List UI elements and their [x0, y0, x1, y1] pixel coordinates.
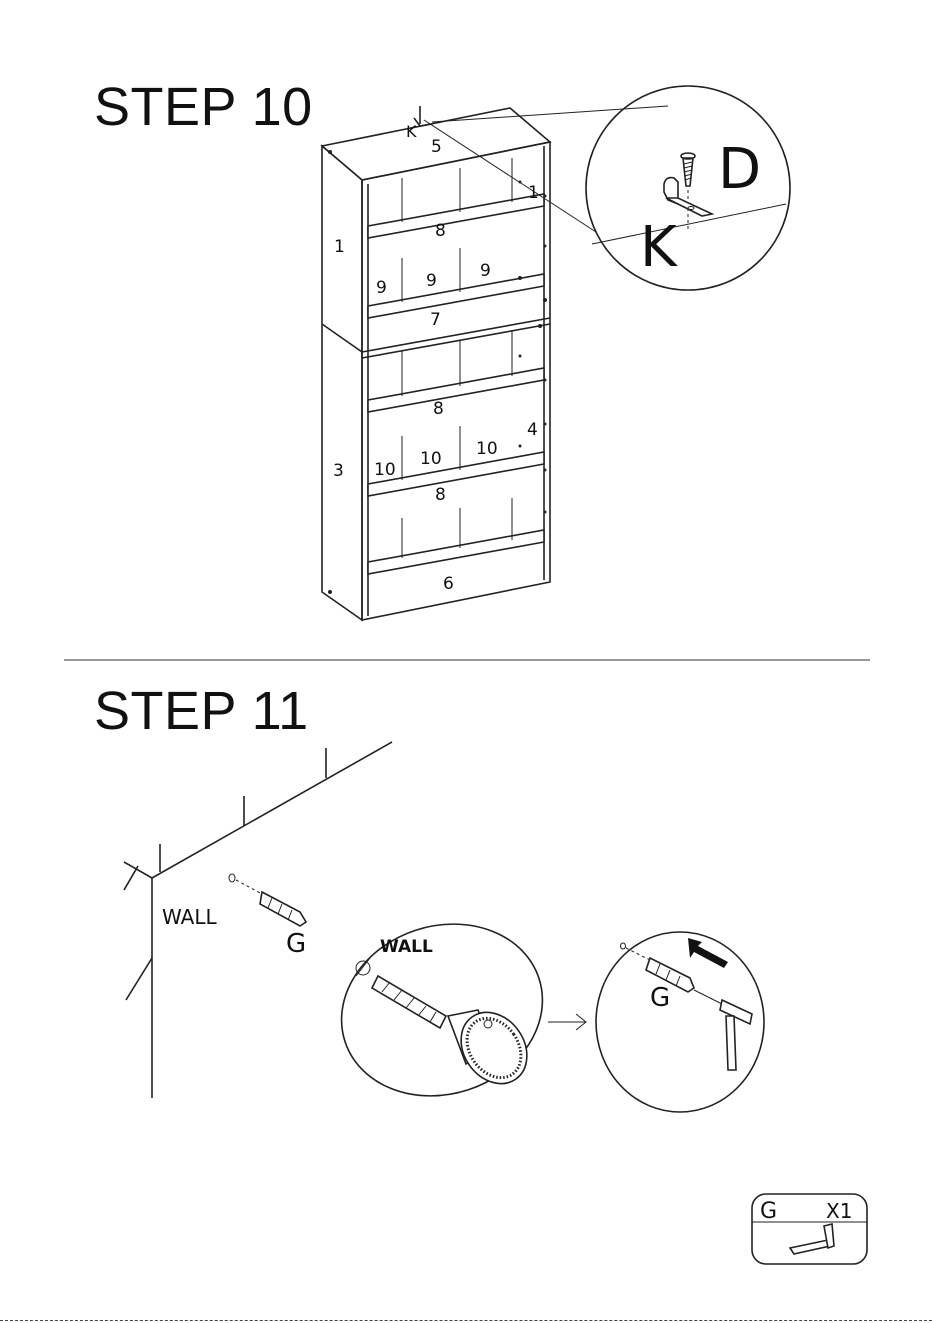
- label-panel-right-lower: 4: [527, 420, 538, 440]
- label-shelf-mid-upper: 7: [430, 310, 441, 330]
- label-bracket-k: K: [406, 122, 417, 141]
- label-panel-top: 5: [431, 137, 442, 157]
- anchor-g-label: G: [286, 929, 306, 959]
- label-divider-b: 9: [426, 271, 437, 291]
- label-shelf-mid-lower: 8: [433, 399, 444, 419]
- drill-chuck-icon: [448, 1000, 541, 1097]
- label-panel-left-upper: 1: [334, 237, 345, 257]
- label-divider-f: 10: [476, 439, 498, 459]
- label-panel-right-upper: 1: [528, 183, 539, 203]
- label-shelf-lower: 8: [435, 485, 446, 505]
- wall-label: WALL: [162, 905, 218, 929]
- arrow-right-icon: [548, 1014, 586, 1030]
- insert-anchor-g-label: G: [650, 983, 670, 1013]
- label-divider-c: 9: [480, 261, 491, 281]
- label-divider-a: 9: [376, 278, 387, 298]
- detail-circle-bracket: D K: [586, 86, 790, 290]
- hammer-icon: [720, 1000, 752, 1070]
- push-arrow-icon: [688, 938, 728, 968]
- wall-anchor-g-icon: [229, 874, 306, 926]
- drill-bit-icon: [372, 976, 446, 1028]
- detail-oval-insert-anchor: G: [596, 932, 764, 1112]
- label-shelf-upper: 8: [435, 221, 446, 241]
- bookcase-drawing: K 5 1 1 8 9 9 9 7 8 4 3 10 10 10 8 6: [322, 106, 668, 620]
- label-panel-bottom: 6: [443, 574, 454, 594]
- detail-label-d: D: [718, 137, 761, 202]
- detail-label-k: K: [640, 215, 678, 280]
- label-divider-e: 10: [420, 449, 442, 469]
- parts-box: G X1: [752, 1194, 867, 1264]
- page-bottom-edge: [0, 1320, 932, 1321]
- wall-drawing: WALL G: [124, 742, 392, 1098]
- parts-box-part: G: [760, 1199, 777, 1224]
- drill-wall-label: WALL: [380, 937, 433, 957]
- label-divider-d: 10: [374, 460, 396, 480]
- label-panel-left-lower: 3: [333, 461, 344, 481]
- detail-oval-drill: WALL: [319, 899, 565, 1122]
- screw-d-icon: [681, 153, 695, 230]
- parts-box-quantity: X1: [826, 1199, 852, 1223]
